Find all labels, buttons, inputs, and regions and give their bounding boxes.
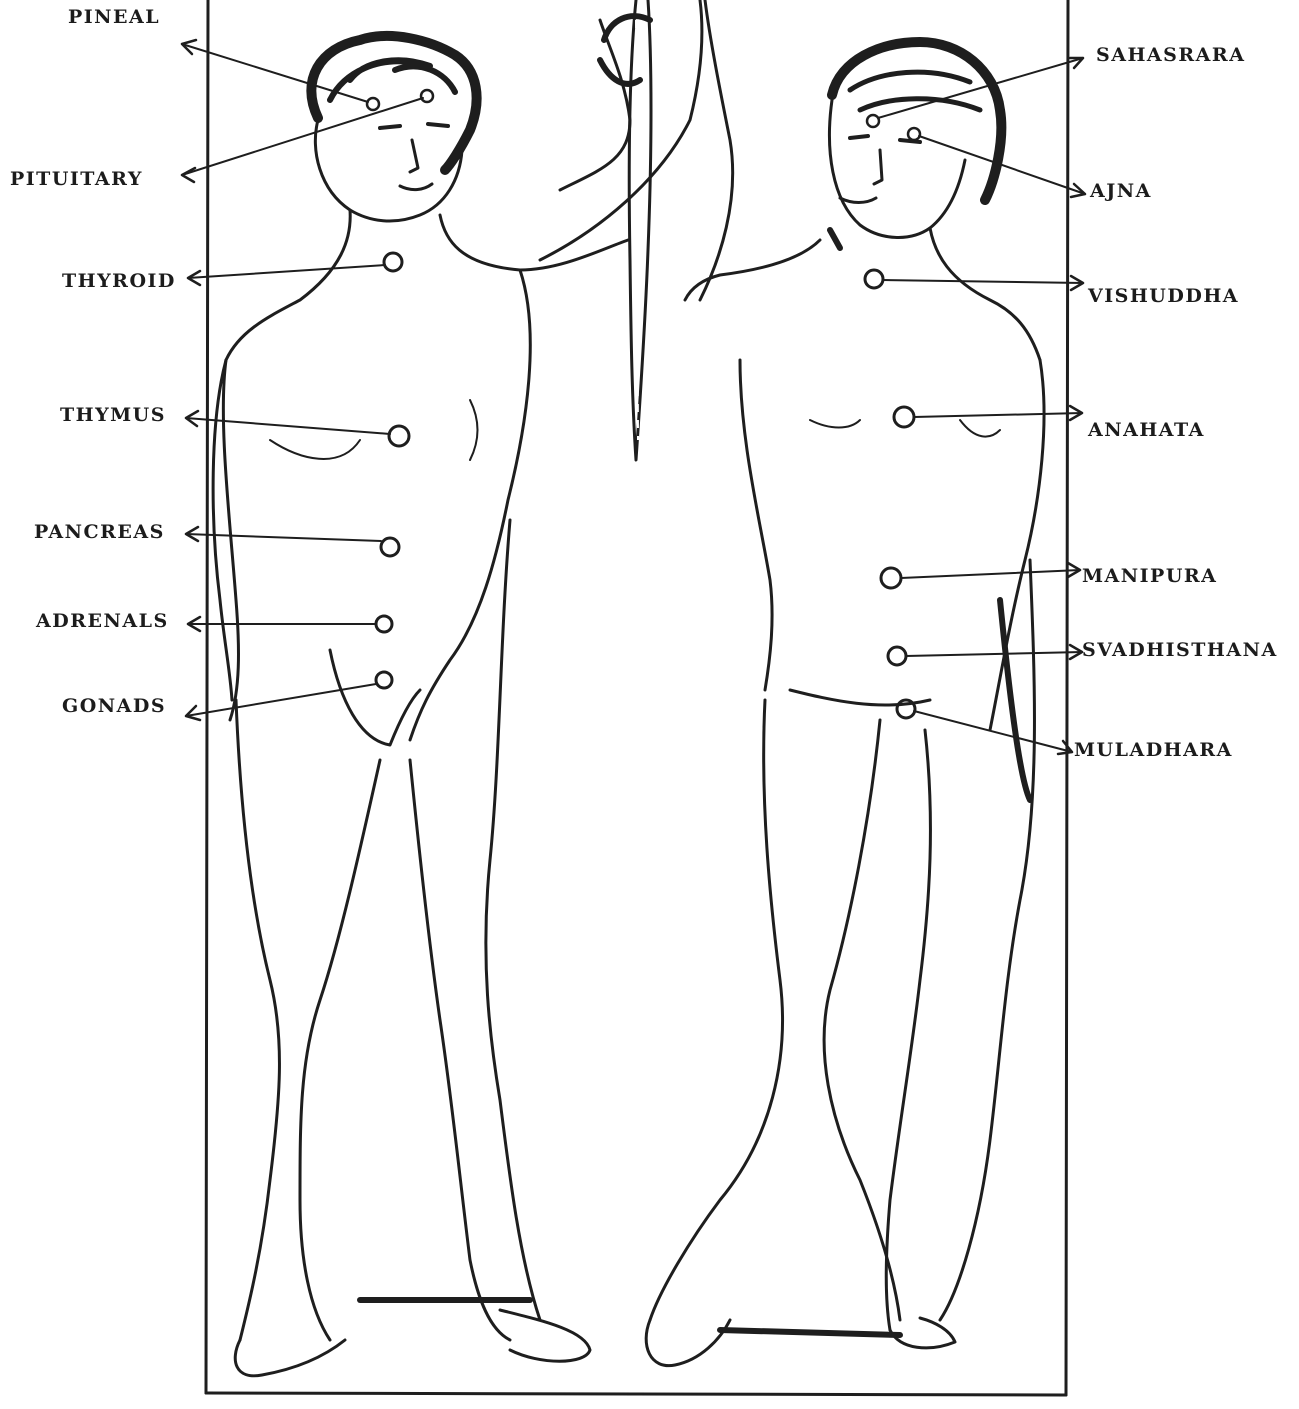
leader-anahata — [914, 413, 1082, 417]
right-markers — [865, 115, 920, 718]
leader-svadhisthana — [906, 652, 1082, 656]
label-pituitary: PITUITARY — [10, 170, 143, 189]
marker-anahata — [894, 407, 914, 427]
leader-pituitary — [182, 98, 423, 175]
leader-gonads — [186, 684, 376, 716]
label-adrenals: ADRENALS — [36, 612, 169, 631]
marker-vishuddha — [865, 270, 883, 288]
marker-ajna — [908, 128, 920, 140]
left-markers — [367, 90, 433, 688]
leader-thyroid — [188, 265, 385, 278]
marker-sahasrara — [867, 115, 879, 127]
label-manipura: MANIPURA — [1082, 567, 1217, 586]
label-gonads: GONADS — [62, 697, 166, 716]
spine-staff — [600, 0, 651, 460]
right-figure — [646, 0, 1044, 1366]
label-thymus: THYMUS — [60, 406, 166, 425]
marker-thyroid — [384, 253, 402, 271]
label-muladhara: MULADHARA — [1074, 741, 1233, 760]
leader-manipura — [901, 570, 1080, 578]
marker-manipura — [881, 568, 901, 588]
marker-pancreas — [381, 538, 399, 556]
marker-pineal — [367, 98, 379, 110]
leader-vishuddha — [883, 280, 1083, 283]
label-thyroid: THYROID — [62, 272, 176, 291]
marker-svadhisthana — [888, 647, 906, 665]
marker-pituitary — [421, 90, 433, 102]
right-leaders — [878, 58, 1085, 754]
label-svadhisthana: SVADHISTHANA — [1082, 641, 1278, 660]
label-ajna: AJNA — [1090, 182, 1152, 201]
leader-pineal — [182, 44, 368, 102]
label-pancreas: PANCREAS — [34, 523, 165, 542]
label-pineal: PINEAL — [68, 8, 160, 27]
label-anahata: ANAHATA — [1088, 421, 1205, 440]
marker-adrenals — [376, 616, 392, 632]
frame — [206, 0, 1068, 1395]
label-sahasrara: SAHASRARA — [1096, 46, 1245, 65]
marker-thymus — [389, 426, 409, 446]
label-vishuddha: VISHUDDHA — [1088, 287, 1239, 306]
marker-gonads — [376, 672, 392, 688]
